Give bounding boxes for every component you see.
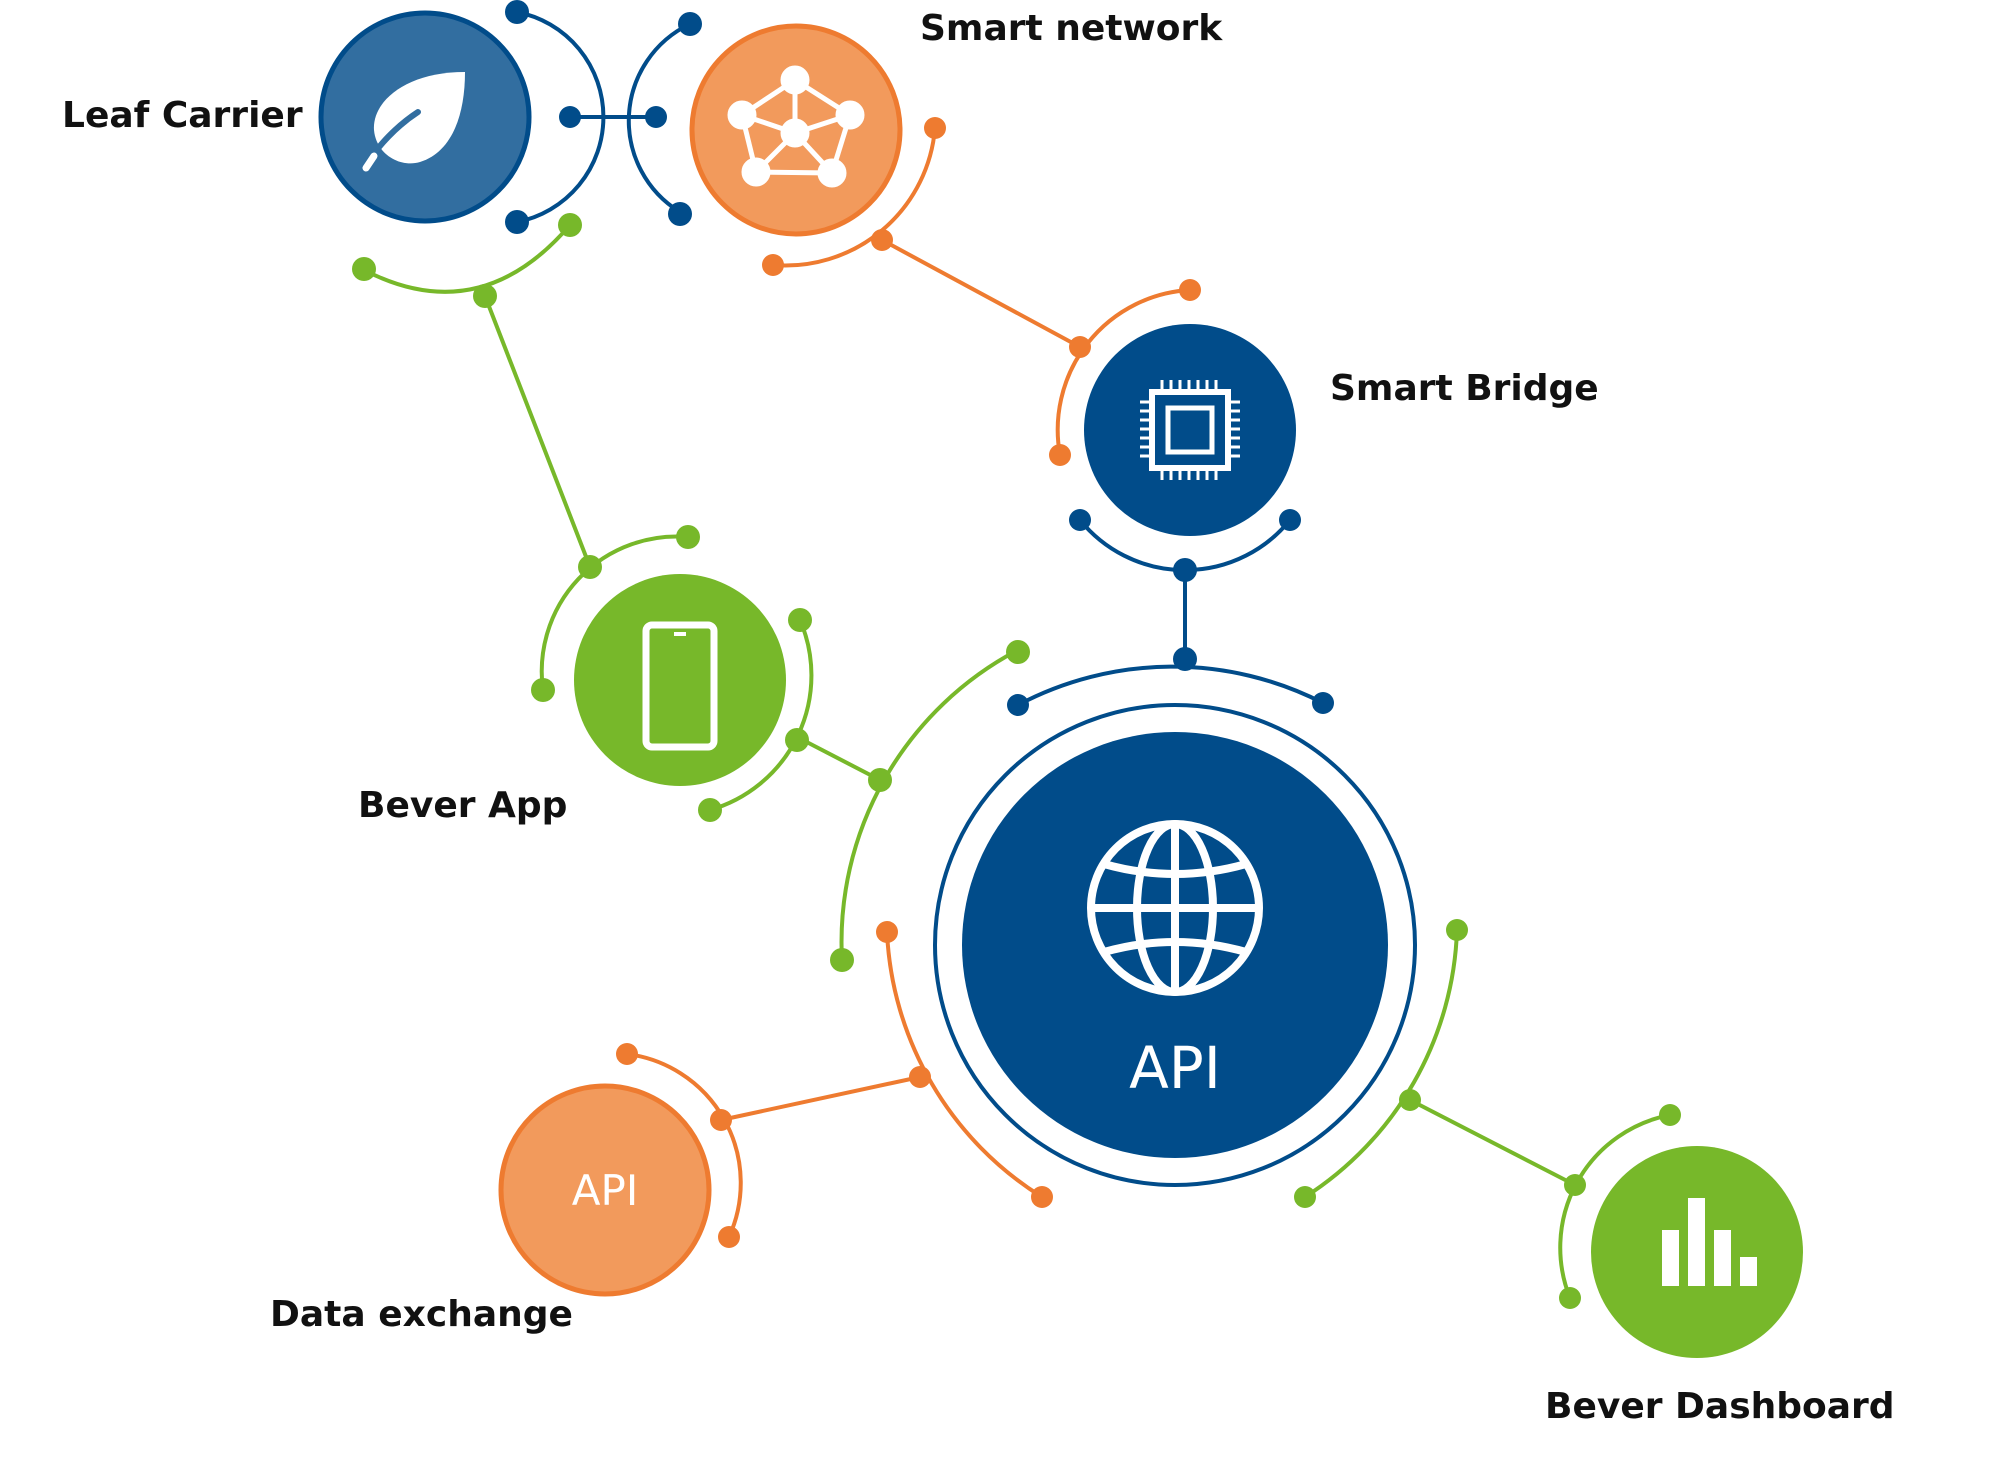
- label-leaf-carrier: Leaf Carrier: [62, 95, 303, 136]
- api-hub-label: API: [1129, 1034, 1221, 1102]
- node-bever-app: [574, 574, 786, 786]
- node-bever-dashboard: [1591, 1146, 1803, 1358]
- label-smart-network: Smart network: [920, 8, 1223, 49]
- node-smart-bridge: [1084, 324, 1296, 536]
- chip-icon: [1140, 380, 1240, 480]
- connector-api-dashboard-dots: [1294, 919, 1681, 1309]
- bar-chart-icon: [1662, 1198, 1757, 1286]
- connector-bridge-api-dots: [1007, 509, 1334, 716]
- label-bever-app: Bever App: [358, 785, 567, 826]
- data-exchange-inner-text: API: [572, 1166, 638, 1215]
- network-icon: [727, 65, 865, 188]
- globe-icon: [1087, 820, 1263, 996]
- connector-leaf-network: [516, 10, 691, 224]
- connector-api-dataexchange-dots: [616, 921, 1053, 1248]
- label-smart-bridge: Smart Bridge: [1330, 368, 1599, 409]
- connector-leaf-network-dots: [505, 0, 702, 234]
- leaf-icon: [361, 72, 465, 172]
- node-api-hub: API: [933, 703, 1417, 1187]
- connector-leaf-app-dots: [352, 213, 1030, 972]
- label-bever-dashboard: Bever Dashboard: [1545, 1386, 1895, 1427]
- connector-network-bridge-dots: [762, 117, 1201, 466]
- connector-bridge-api: [1017, 518, 1324, 707]
- node-data-exchange: API: [498, 1083, 712, 1297]
- node-leaf-carrier: [318, 10, 532, 224]
- label-data-exchange: Data exchange: [270, 1294, 573, 1335]
- node-smart-network: [689, 23, 903, 237]
- smartphone-icon: [642, 621, 718, 751]
